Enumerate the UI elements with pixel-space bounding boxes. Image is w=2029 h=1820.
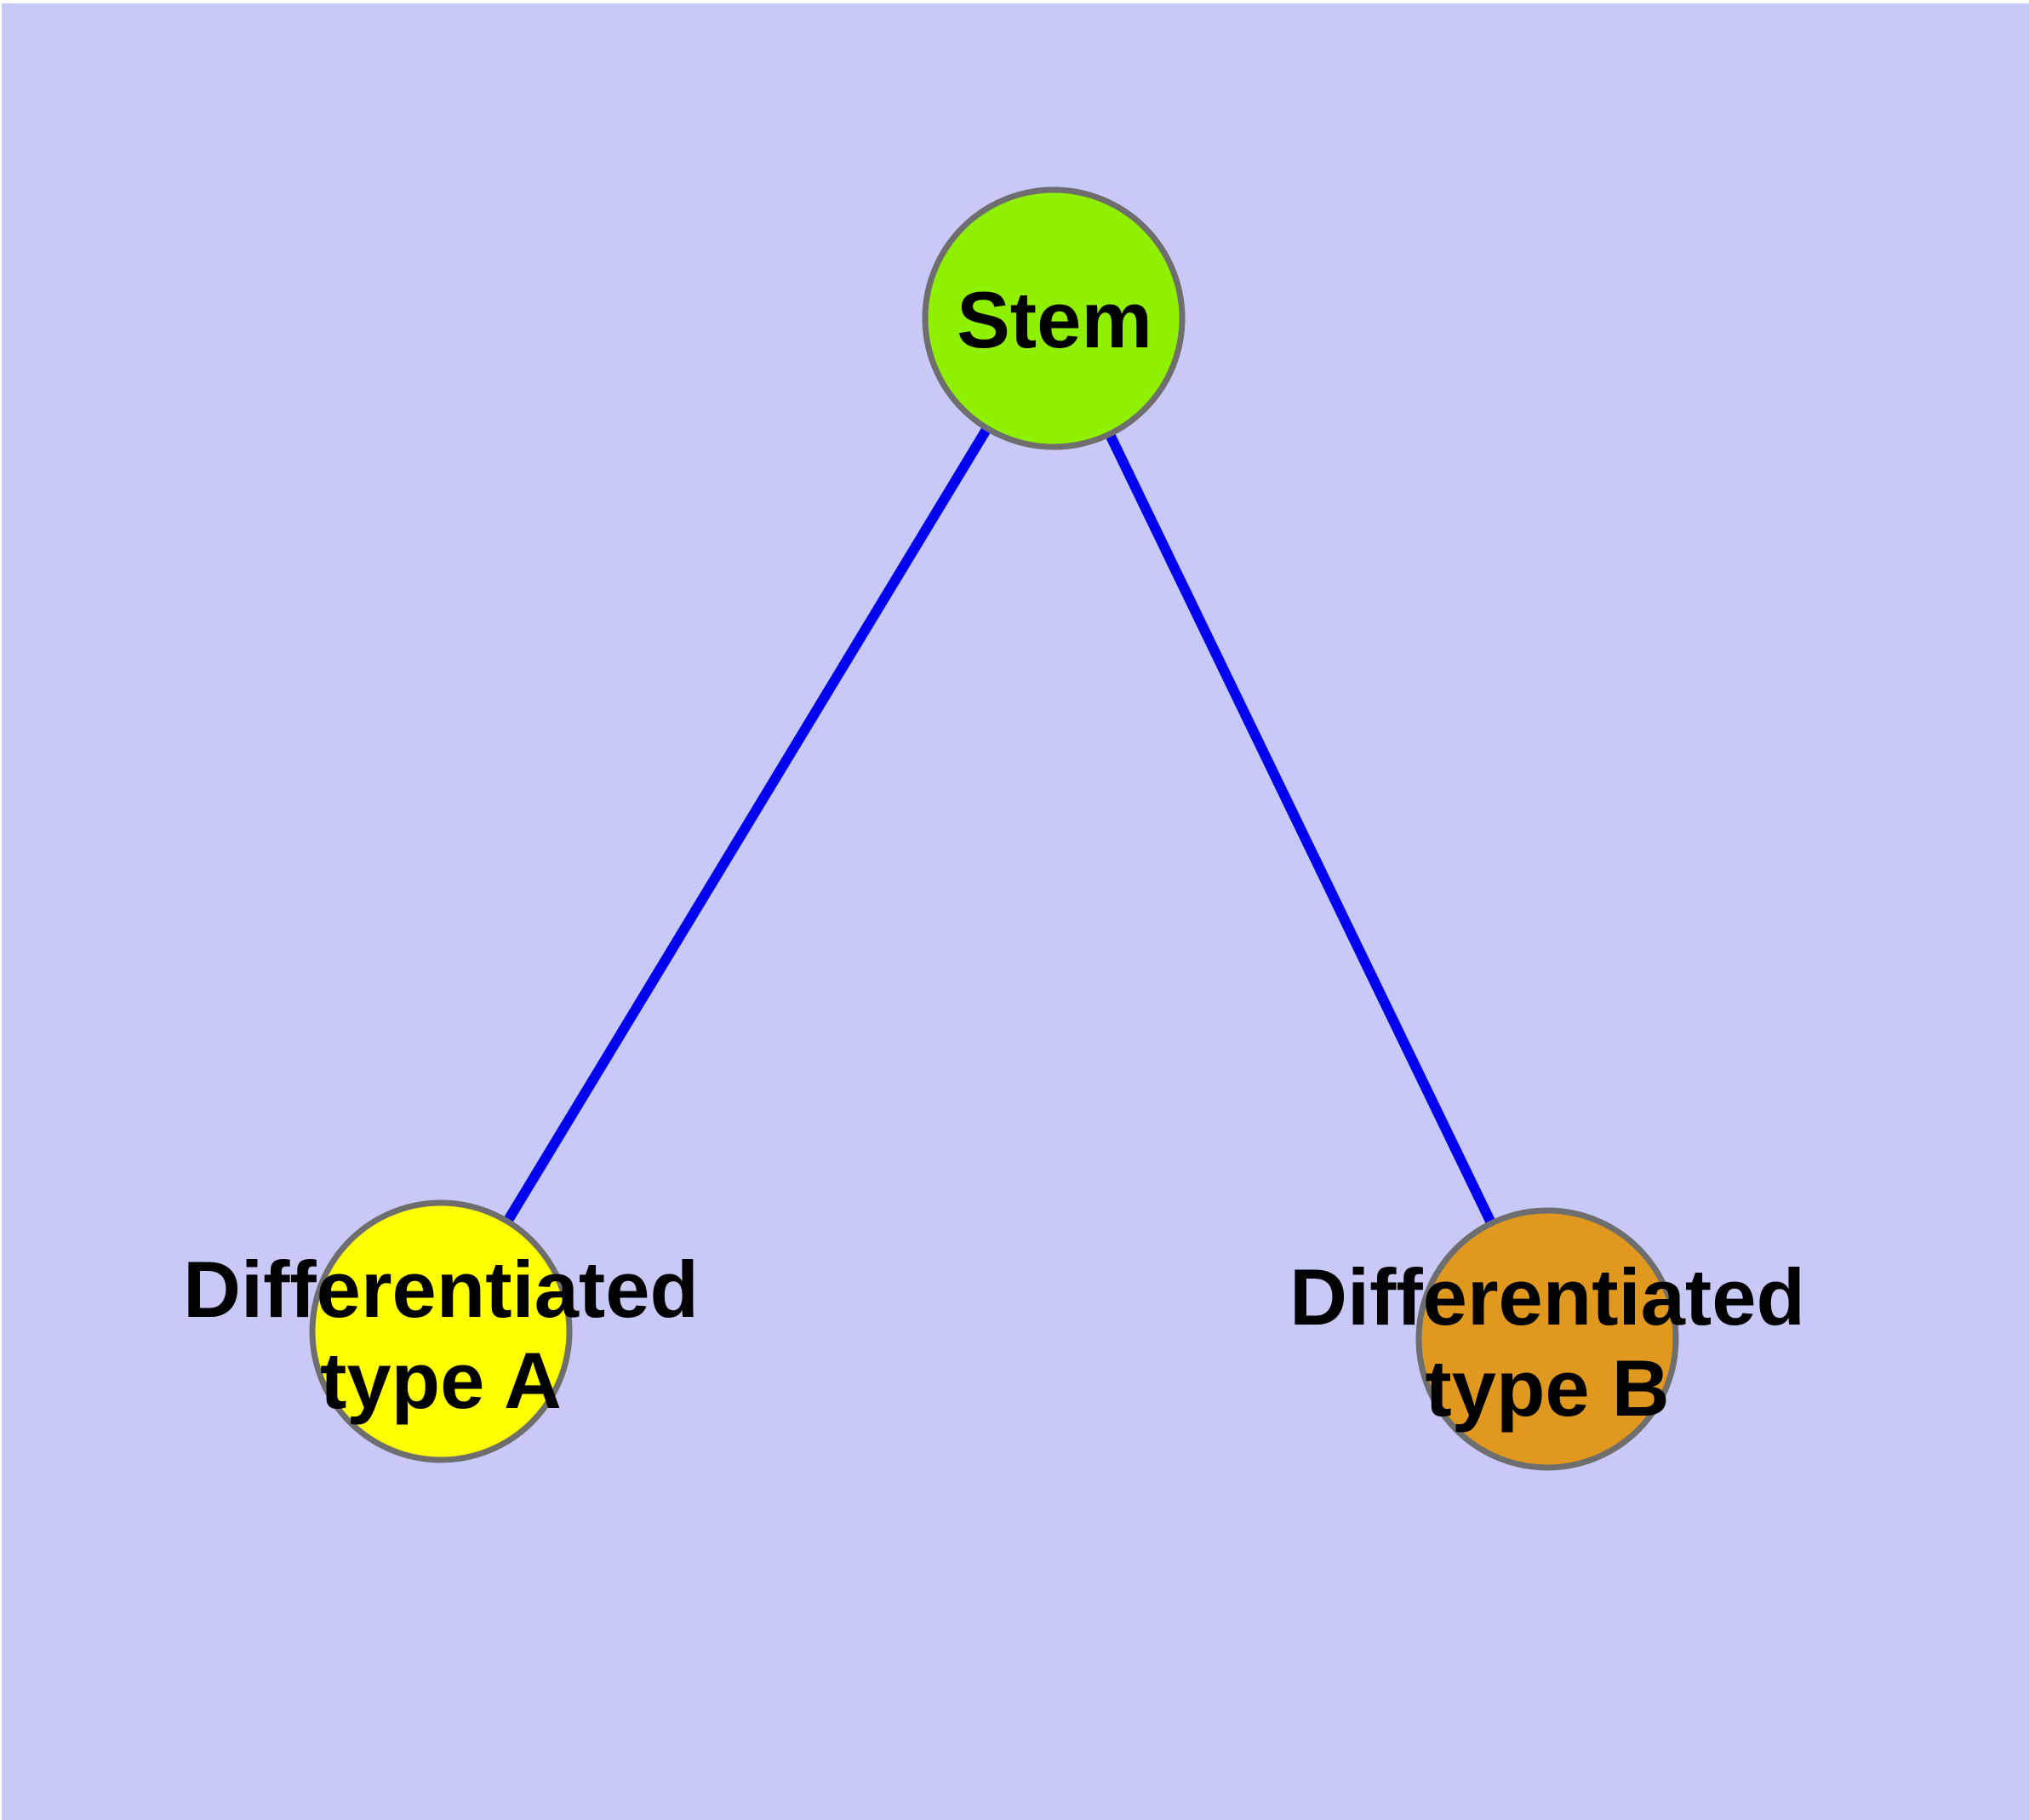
node-type-b-circle bbox=[1415, 1207, 1679, 1471]
node-type-a-circle bbox=[309, 1199, 573, 1463]
node-stem-label: Stem bbox=[957, 275, 1152, 364]
node-type-b-label-line2: type B bbox=[1425, 1343, 1669, 1433]
node-type-a-label-line1: Differentiated bbox=[183, 1245, 699, 1334]
labels-layer: Stem Differentiated type A Differentiate… bbox=[183, 275, 1805, 1433]
node-type-a-label-line2: type A bbox=[320, 1336, 562, 1425]
nodes-layer bbox=[309, 186, 1679, 1471]
node-type-b-label-line1: Differentiated bbox=[1289, 1252, 1805, 1342]
edge-stem-to-type-a bbox=[436, 315, 1059, 1335]
node-stem-circle bbox=[922, 186, 1186, 450]
edge-stem-to-type-b bbox=[1049, 316, 1552, 1342]
edges-layer bbox=[436, 315, 1552, 1342]
